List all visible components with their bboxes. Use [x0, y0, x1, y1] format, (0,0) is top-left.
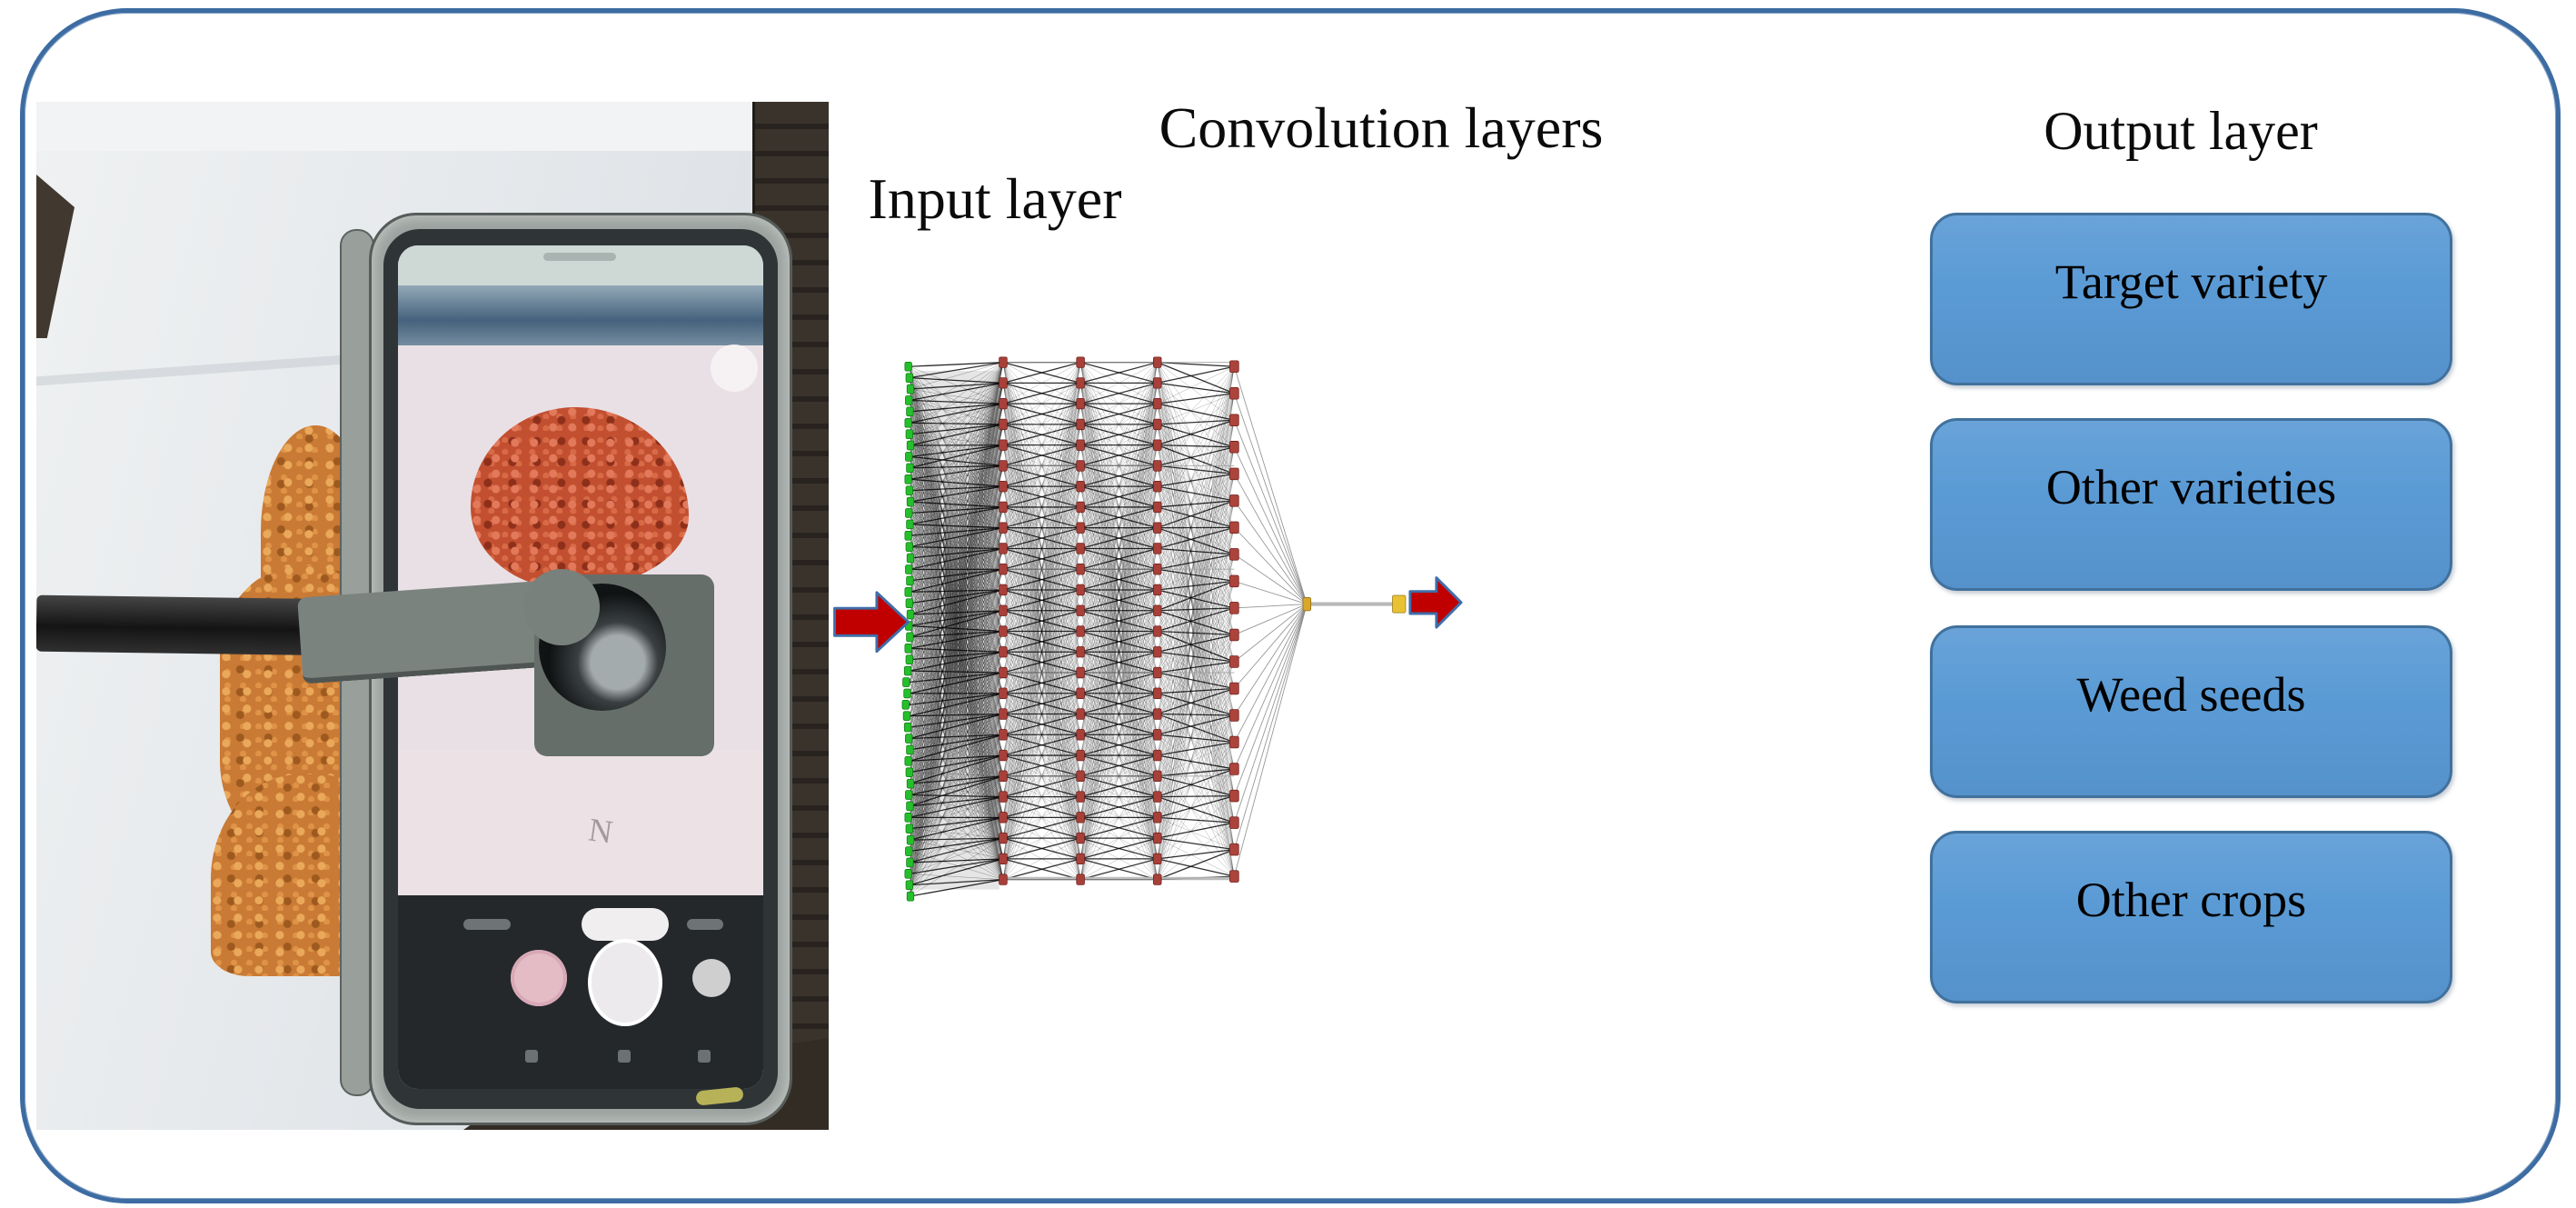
camera-ui-icon — [525, 1050, 538, 1063]
speaker-slot — [543, 253, 616, 261]
faint-screen-mark: N — [586, 811, 615, 851]
density-shade — [915, 370, 1000, 890]
shutter-button — [588, 939, 662, 1026]
screen-seed-image — [471, 407, 689, 589]
output-box-label: Other varieties — [2045, 460, 2337, 514]
network-svg — [833, 356, 1463, 902]
output-box-other-crops: Other crops — [1930, 831, 2452, 1003]
switch-camera-button — [692, 959, 731, 997]
camera-ui-icon — [698, 1050, 711, 1063]
camera-ui-icon — [618, 1050, 631, 1063]
output-box-other-varieties: Other varieties — [1930, 418, 2452, 591]
output-box-target-variety: Target variety — [1930, 213, 2452, 385]
screen-highlight — [711, 344, 758, 392]
clamp-knob-notch — [523, 569, 600, 645]
network-nodes — [901, 356, 1407, 902]
screen-reflection-band — [398, 285, 763, 349]
input-layer-label: Input layer — [868, 166, 1122, 231]
diagram-border — [20, 8, 2561, 1203]
camera-ui — [398, 895, 763, 1089]
output-box-weed-seeds: Weed seeds — [1930, 625, 2452, 798]
gallery-thumbnail — [511, 950, 567, 1006]
camera-mode-label — [463, 919, 511, 930]
output-layer-label: Output layer — [2044, 101, 2318, 161]
screen-status-area — [398, 245, 763, 285]
output-box-label: Weed seeds — [2076, 667, 2306, 722]
board-top-edge — [36, 102, 774, 151]
screen-lower-strip: N — [398, 750, 763, 895]
camera-mode-label — [687, 919, 723, 930]
output-box-label: Target variety — [2054, 255, 2328, 309]
output-box-label: Other crops — [2075, 873, 2307, 927]
output-arrow-icon — [1408, 576, 1463, 629]
input-arrow-icon — [833, 591, 910, 654]
camera-mode-pill — [582, 908, 669, 941]
capture-setup-photo: N — [36, 102, 829, 1130]
network-edges — [909, 361, 1393, 897]
convolution-layers-label: Convolution layers — [1159, 95, 1604, 160]
